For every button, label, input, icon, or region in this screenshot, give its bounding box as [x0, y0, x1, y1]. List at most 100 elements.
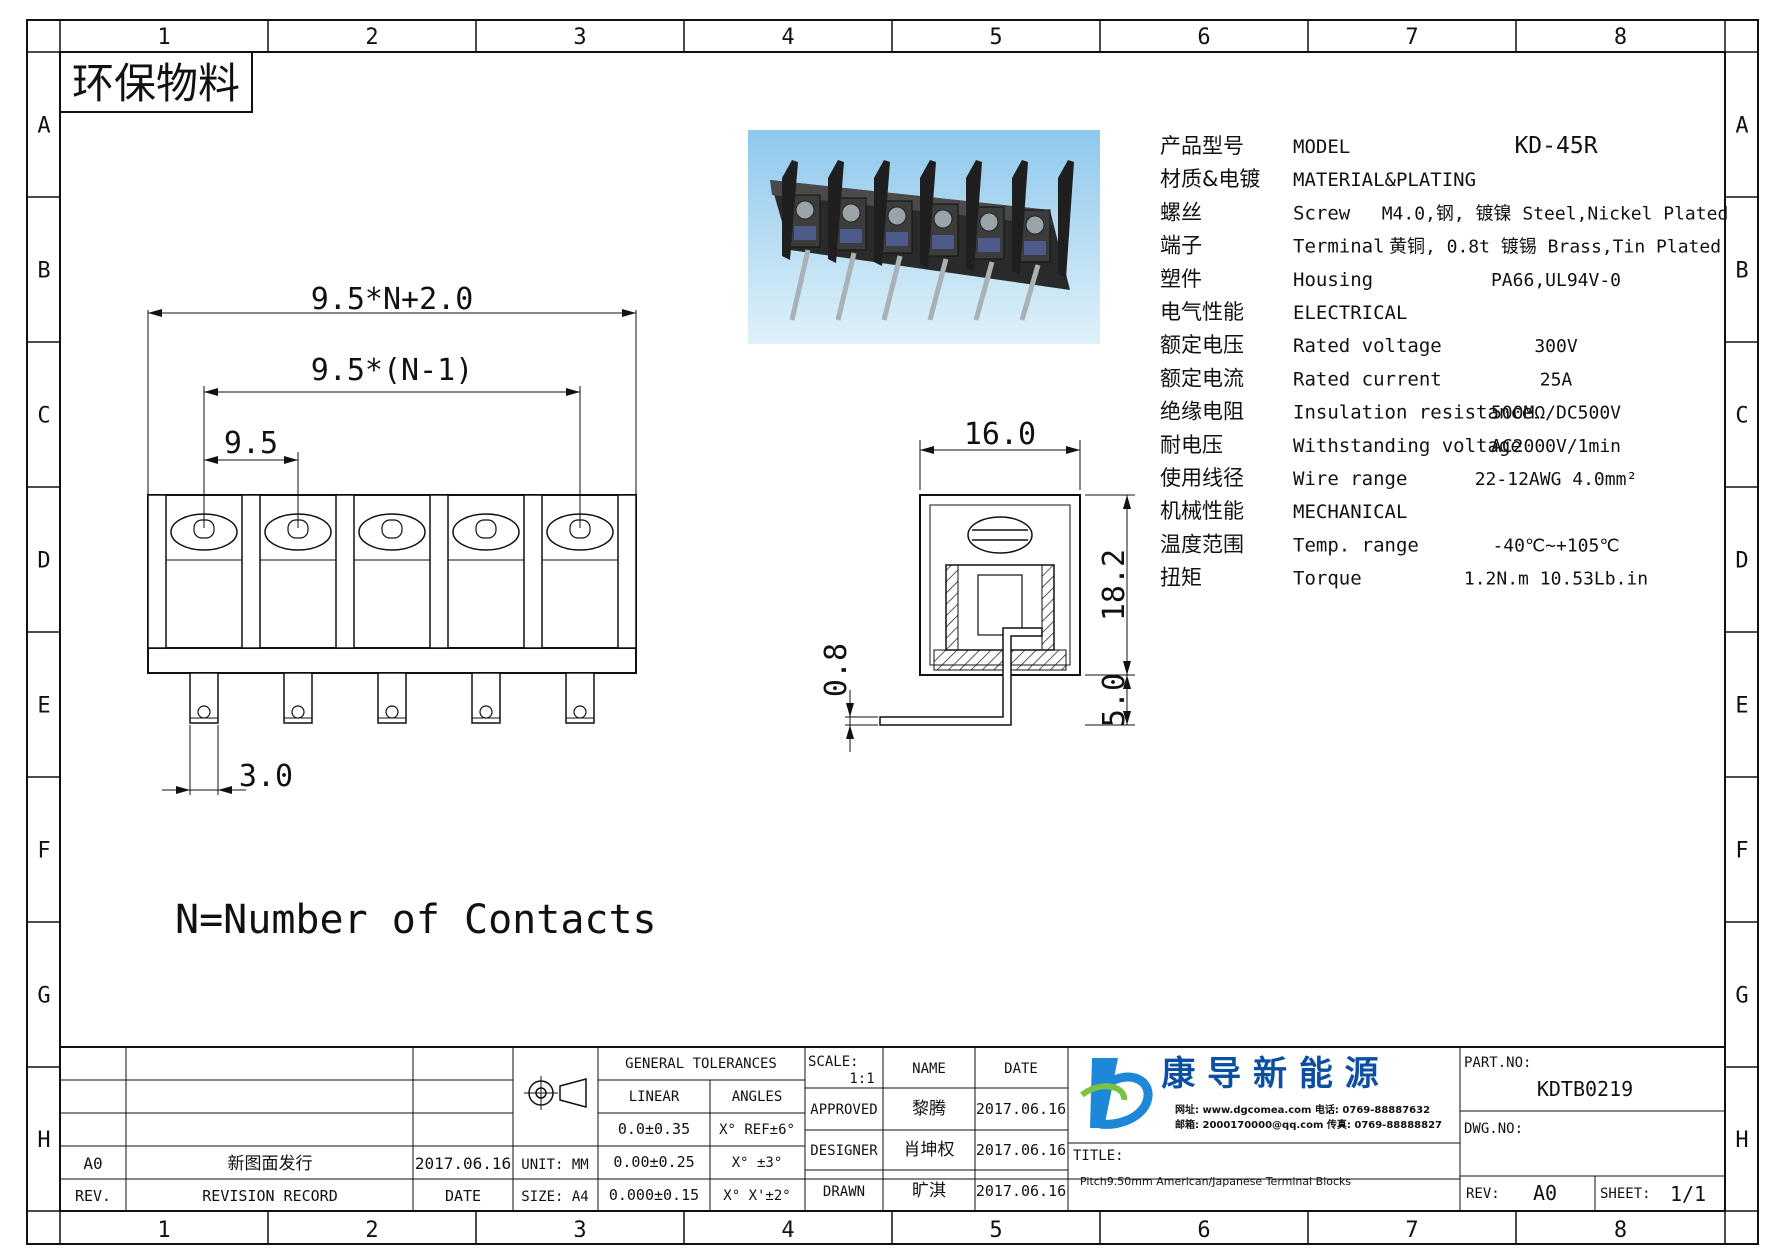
spec-label-en: Torque: [1293, 568, 1362, 590]
spec-label-zh: 端子: [1160, 234, 1202, 258]
part-no-value: KDTB0219: [1537, 1077, 1633, 1101]
dwg-no-label: DWG.NO:: [1464, 1121, 1523, 1137]
photo-screw: [795, 200, 815, 220]
linear-tol-3: 0.000±0.15: [609, 1186, 699, 1204]
photo-clamp: [1024, 241, 1046, 255]
spec-label-en: MECHANICAL: [1293, 501, 1407, 523]
zone-col-label: 1: [157, 25, 170, 50]
photo-pin: [835, 252, 857, 321]
drawn-label: DRAWN: [823, 1184, 865, 1200]
angle-tol-2: X° ±3°: [732, 1155, 783, 1171]
photo-clamp: [840, 229, 862, 243]
zone-col-label: 7: [1405, 25, 1418, 50]
spec-label-en: MODEL: [1293, 136, 1350, 158]
spec-value: 500MΩ/DC500V: [1491, 403, 1621, 424]
photo-screw: [979, 212, 999, 232]
zone-ticks: [27, 20, 1758, 1244]
zone-col-label: 4: [781, 1218, 794, 1243]
zone-col-label: 8: [1614, 1218, 1627, 1243]
zone-col-label: 2: [365, 25, 378, 50]
screw-slot: [193, 519, 215, 539]
zone-row-label: F: [37, 839, 50, 864]
projection-symbol-icon: [524, 1076, 587, 1110]
photo-pin: [881, 255, 903, 321]
photo-screw: [841, 203, 861, 223]
spec-label-en: Insulation resistance: [1293, 402, 1533, 424]
dim-span: 9.5*(N-1): [311, 353, 474, 388]
barrier-wall: [617, 494, 637, 649]
rev-cell: A0: [83, 1154, 102, 1173]
screw-slot: [569, 519, 591, 539]
zone-col-label: 6: [1197, 25, 1210, 50]
zone-row-label: C: [37, 404, 50, 429]
designer-label: DESIGNER: [810, 1143, 878, 1159]
general-tolerances-header: GENERAL TOLERANCES: [625, 1056, 777, 1072]
spec-value: PA66,UL94V-0: [1491, 270, 1621, 291]
unit-cell: UNIT: MM: [521, 1157, 588, 1173]
photo-barrier: [782, 160, 798, 260]
spec-value: M4.0,钢, 镀镍 Steel,Nickel Plated: [1382, 203, 1729, 224]
spec-label-en: Screw: [1293, 202, 1351, 224]
zone-row-label: D: [37, 549, 50, 574]
zone-col-label: 1: [157, 1218, 170, 1243]
spec-label-en: Rated current: [1293, 368, 1442, 390]
title-label: TITLE:: [1073, 1148, 1124, 1164]
spec-label-zh: 使用线径: [1160, 466, 1244, 490]
spec-label-en: Terminal: [1293, 236, 1385, 258]
spec-value: KD-45R: [1514, 133, 1597, 159]
spec-value: 黄铜, 0.8t 镀锡 Brass,Tin Plated: [1389, 237, 1721, 258]
size-cell: SIZE: A4: [521, 1189, 588, 1205]
spec-label-zh: 产品型号: [1160, 134, 1244, 158]
photo-clamp: [886, 232, 908, 246]
screw-head-icon: [452, 513, 520, 551]
approved-label: APPROVED: [810, 1102, 877, 1118]
solder-pin: [189, 672, 219, 724]
spec-label-en: Wire range: [1293, 468, 1407, 490]
contacts-note: N=Number of Contacts: [175, 897, 657, 943]
zone-row-label: G: [37, 984, 50, 1009]
company-web: 网址: www.dgcomea.com 电话: 0769-88887632: [1175, 1103, 1430, 1116]
scale-label: SCALE:: [808, 1054, 859, 1070]
drawn-name: 旷淇: [912, 1181, 946, 1201]
spec-label-zh: 机械性能: [1160, 499, 1244, 523]
spec-label-zh: 温度范围: [1160, 532, 1244, 556]
designer-name: 肖坤权: [904, 1140, 955, 1160]
screw-slot: [287, 519, 309, 539]
spec-value: 300V: [1534, 336, 1578, 357]
company-name: 康 导 新 能 源: [1161, 1054, 1378, 1094]
solder-pin: [283, 672, 313, 724]
dim-height: 18.2: [1097, 549, 1132, 621]
zone-col-label: 5: [989, 25, 1002, 50]
drawn-date: 2017.06.16: [976, 1182, 1066, 1200]
dim-pitch: 9.5: [224, 426, 278, 461]
terminal-positions: [147, 494, 637, 724]
eco-material-stamp: 环保物料: [59, 51, 253, 113]
part-no-label: PART.NO:: [1464, 1055, 1531, 1071]
sheet-label: SHEET:: [1600, 1186, 1651, 1202]
date-header: DATE: [445, 1187, 481, 1205]
dim-pin-length: 5.0: [1097, 673, 1132, 727]
photo-barrier: [966, 160, 982, 272]
zone-col-label: 8: [1614, 25, 1627, 50]
product-photo: [748, 130, 1100, 344]
company-logo: [1080, 1058, 1153, 1129]
zone-col-label: 3: [573, 1218, 586, 1243]
spec-label-en: Withstanding voltage: [1293, 435, 1522, 457]
name-header: NAME: [912, 1061, 946, 1077]
dim-overall-width: 9.5*N+2.0: [311, 282, 474, 317]
spec-value: 1.2N.m 10.53Lb.in: [1464, 569, 1648, 590]
zone-row-label: E: [1735, 694, 1748, 719]
photo-clamp: [978, 238, 1000, 252]
zone-row-label: A: [1735, 114, 1748, 139]
photo-pin: [789, 249, 811, 321]
spec-label-zh: 额定电压: [1160, 333, 1244, 357]
zone-row-label: G: [1735, 984, 1748, 1009]
front-view: 9.5*N+2.0 9.5*(N-1) 9.5 3.0: [147, 282, 637, 795]
zone-row-label: B: [1735, 259, 1748, 284]
spec-label-zh: 扭矩: [1160, 566, 1202, 590]
rev-label: REV:: [1466, 1186, 1500, 1202]
zone-col-label: 4: [781, 25, 794, 50]
spec-label-zh: 绝缘电阻: [1160, 400, 1244, 424]
solder-pin: [565, 672, 595, 724]
